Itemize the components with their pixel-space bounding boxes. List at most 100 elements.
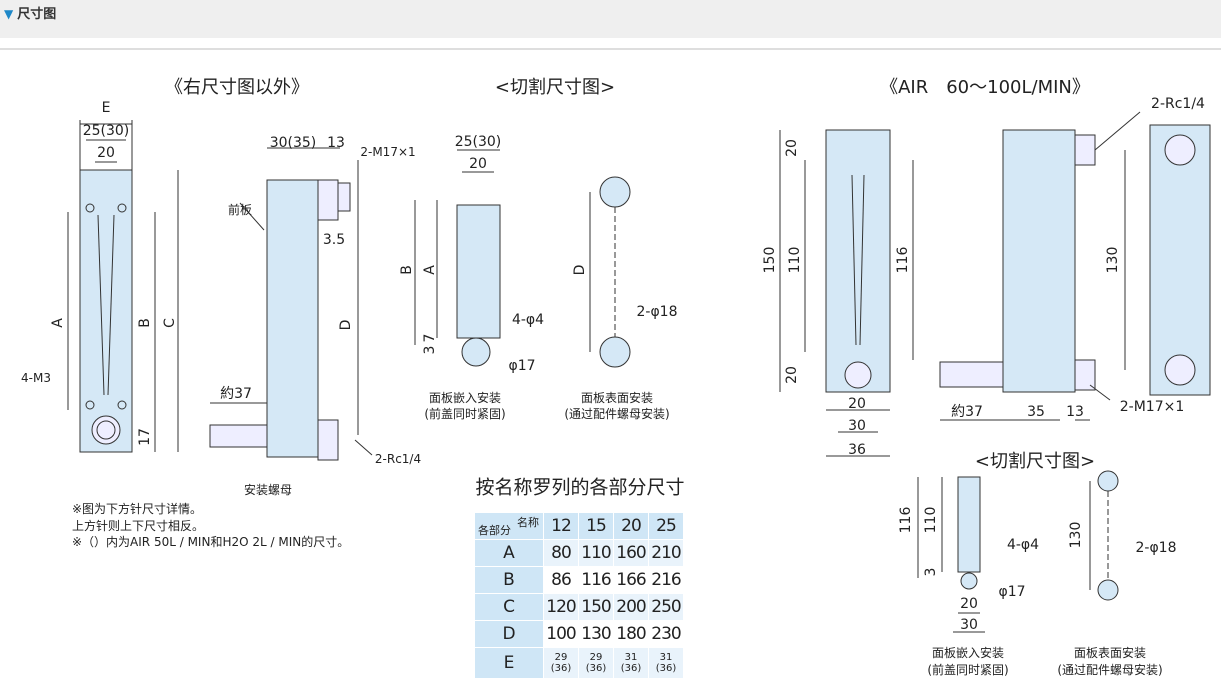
r-rc: 2-Rc1/4 [1151,96,1205,112]
r-back-130: 130 [1105,246,1121,274]
dim-D: D [338,319,354,331]
r-w30: 30 [848,418,866,434]
cut-title: <切割尺寸图> [494,77,616,98]
meter-side-body [266,179,319,458]
r-35: 35 [1027,404,1045,420]
r-top20: 20 [784,139,800,157]
dim-C: C [162,318,178,328]
r-w36: 36 [848,442,866,458]
cell: 166 [613,566,649,594]
section-header[interactable]: ▼尺寸图 [0,0,1221,38]
col-header: 20 [613,512,649,540]
surface-D: D [572,264,588,276]
r-surf-caption-2: (通过配件螺母安装) [1057,663,1163,677]
cell: 31(36) [648,647,684,679]
row-label: B [474,566,544,594]
cell: 116 [578,566,614,594]
dim-B: B [137,318,153,328]
cutout-rect [456,204,501,339]
surface-caption-1: 面板表面安装 [580,391,654,405]
r-cut-20: 20 [960,596,978,612]
r-cut-3: 3 [923,567,939,577]
r-cut-30: 30 [960,617,978,633]
cut-w2: 20 [469,156,487,172]
r-m17: 2-M17×1 [1119,399,1185,415]
r-116: 116 [895,246,911,274]
meter60-back-body [1149,124,1211,396]
dim-side-depth: 30(35) [269,135,317,151]
meter-front-body [79,169,133,453]
mount-hole-top [599,176,631,208]
cell: 210 [648,539,684,567]
row-label: C [474,593,544,621]
note-3: ※（）内为AIR 50L / MIN和H2O 2L / MIN的尺寸。 [72,535,350,549]
section-title: 尺寸图 [17,7,57,22]
cut-caption-2: (前盖同时紧固) [424,407,506,421]
r-cut-title: <切割尺寸图> [974,451,1096,472]
note-2: 上方针则上下尺寸相反。 [72,519,205,533]
cell: 180 [613,620,649,648]
cut-3: 3 [422,345,438,355]
label-rc: 2-Rc1/4 [374,452,422,466]
meter60-front-body [825,129,891,393]
dim-E: E [101,100,111,116]
mount-hole-bottom [599,336,631,368]
dim-width-inner: 20 [97,145,115,161]
surface-caption-2: (通过配件螺母安装) [564,407,670,421]
dim-side-13: 13 [327,135,345,151]
cell: 110 [578,539,614,567]
cut-d17: φ17 [508,358,536,374]
r-surf-holes: 2-φ18 [1135,540,1177,556]
note-1: ※图为下方针尺寸详情。 [72,502,203,516]
cut-w1: 25(30) [454,134,502,150]
row-label: D [474,620,544,648]
corner-bottom: 各部分 [478,524,511,537]
r-bot20: 20 [784,366,800,384]
corner-top: 名称 [517,516,539,529]
r-110: 110 [787,246,803,274]
cell: 250 [648,593,684,621]
r-cut-110: 110 [923,506,939,534]
cut-caption-1: 面板嵌入安装 [428,391,502,405]
dim-A: A [50,318,66,328]
dim-width-outer: 25(30) [82,123,130,139]
surface-holes: 2-φ18 [636,304,678,320]
cell: 150 [578,593,614,621]
r-cut-116: 116 [898,506,914,534]
col-header: 25 [648,512,684,540]
label-panel: 前板 [227,203,253,217]
r-w20: 20 [848,396,866,412]
triangle-down-icon: ▼ [4,7,14,21]
cut-7: 7 [422,333,438,343]
col-header: 15 [578,512,614,540]
dim-17: 17 [137,428,153,446]
cutout60-rect [957,476,981,573]
cell: 130 [578,620,614,648]
cell: 29(36) [543,647,579,679]
r-cut-caption-2: (前盖同时紧固) [927,663,1009,677]
row-label: A [474,539,544,567]
cell: 120 [543,593,579,621]
cell: 200 [613,593,649,621]
r-cut-d17: φ17 [998,584,1026,600]
label-nut: 安装螺母 [243,483,293,497]
divider [0,48,1221,50]
cell: 216 [648,566,684,594]
r-13: 13 [1066,404,1084,420]
r-37: 約37 [951,404,983,420]
cell: 31(36) [613,647,649,679]
dim-3-5: 3.5 [322,232,346,248]
meter60-side-body [1002,129,1076,393]
cell: 160 [613,539,649,567]
cell: 86 [543,566,579,594]
label-4-m3: 4-M3 [21,371,51,385]
cut-B: B [399,265,415,275]
r-cut-holes: 4-φ4 [1006,537,1040,553]
dim-37: 約37 [220,386,252,402]
table-row: E 29(36) 29(36) 31(36) 31(36) [474,647,684,679]
cell: 80 [543,539,579,567]
r-150: 150 [762,246,778,274]
